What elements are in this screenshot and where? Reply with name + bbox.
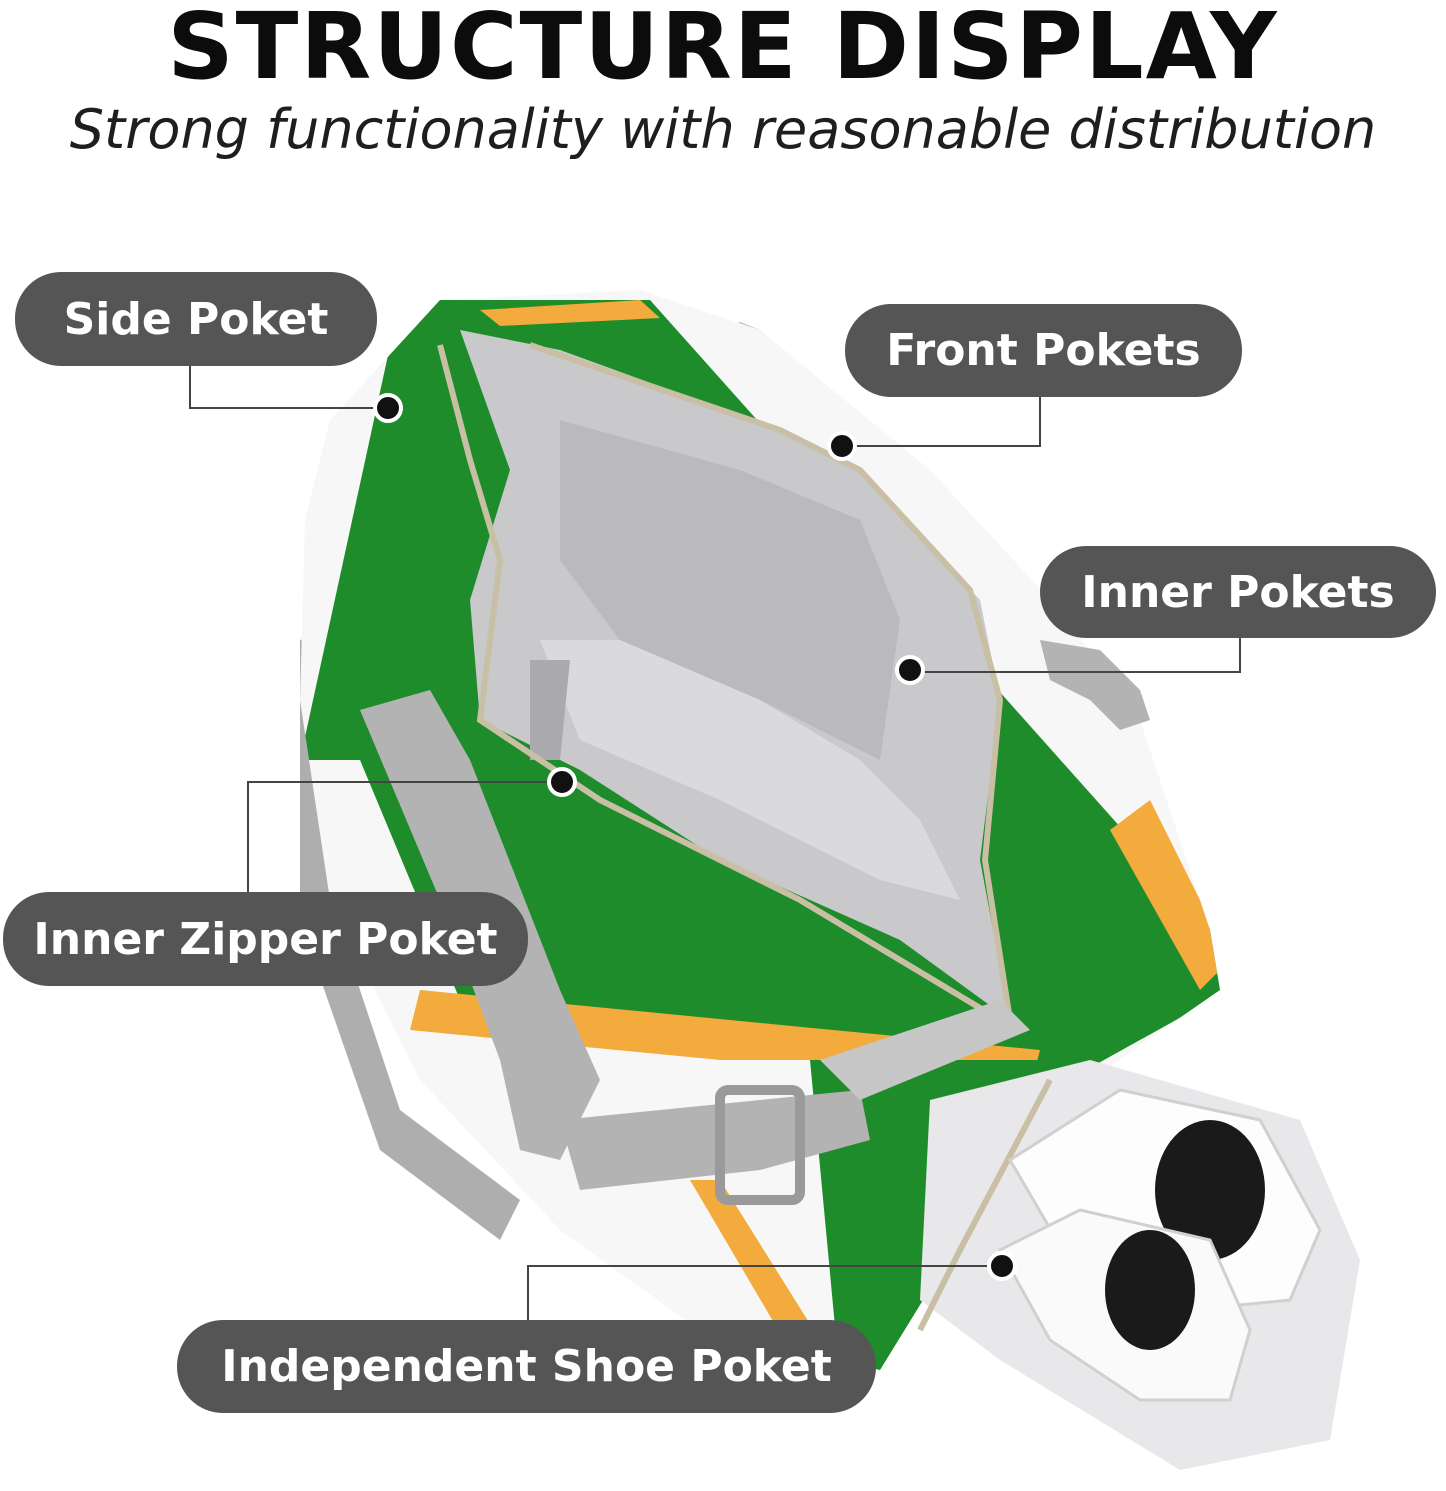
leader-inner-pockets [910,636,1241,673]
label-shoe-pocket: Independent Shoe Poket [177,1320,876,1413]
dot-front-pockets [827,431,857,461]
sneaker-right-opening [1105,1230,1195,1350]
leader-side-pocket [189,366,388,409]
strap-buckle [715,1085,805,1205]
leader-shoe-pocket [527,1265,1002,1320]
page-title: STRUCTURE DISPLAY [167,0,1279,100]
page-subtitle: Strong functionality with reasonable dis… [69,98,1377,161]
swivel-clip [820,1000,1030,1100]
dot-side-pocket [373,393,403,423]
label-front-pockets: Front Pokets [845,304,1242,397]
inner-zipper-pocket-panel [530,660,570,760]
callout-leaders [189,366,1241,1320]
dot-inner-zipper-pocket [547,767,577,797]
label-inner-zipper-pocket: Inner Zipper Poket [3,892,528,986]
inner-pocket-fold [540,640,960,900]
leader-front-pockets [842,396,1041,447]
lining-shadow [560,420,900,760]
label-inner-pockets: Inner Pokets [1040,546,1436,638]
dot-inner-pockets [895,655,925,685]
shoe-pocket-zipper [917,1078,1053,1332]
side-handle [1040,640,1150,730]
label-side-pocket: Side Poket [15,272,377,366]
sneaker-left-opening [1155,1120,1265,1260]
callout-dots [373,393,1017,1281]
main-zipper-right [529,342,1013,1021]
leader-inner-zipper-pocket [247,781,562,892]
dot-shoe-pocket [987,1251,1017,1281]
main-zipper [437,344,1002,1023]
